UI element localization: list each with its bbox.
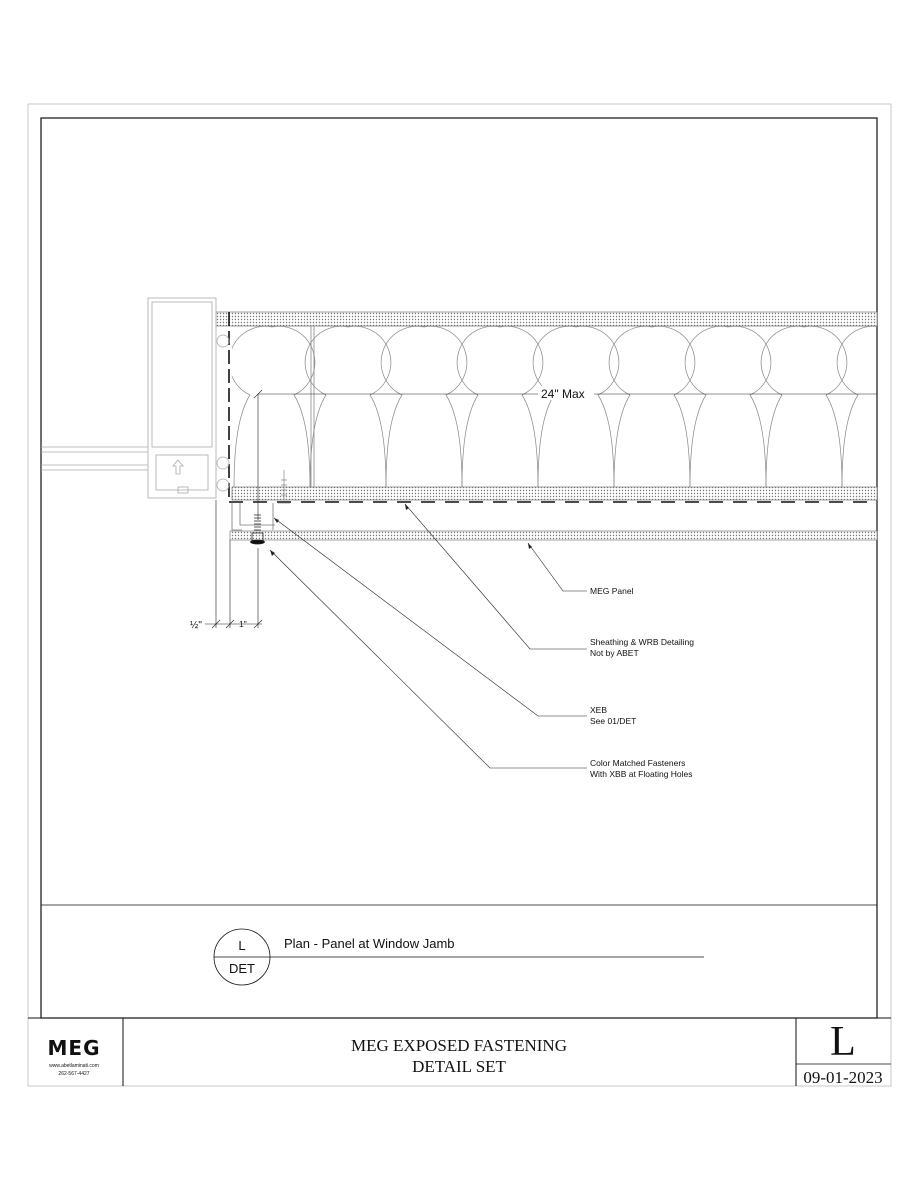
callout-xeb: XEB [590,705,607,715]
callout-fasteners-note: With XBB at Floating Holes [590,769,693,779]
dimension-half-inch: ½" [190,620,202,631]
callout-sheathing-note: Not by ABET [590,648,639,658]
exterior-sheathing-top [215,311,878,327]
insulation-bulb [232,326,316,487]
sheathing-screw [278,470,290,504]
dimension-label-mask [538,386,594,400]
insulation-bulb [532,326,620,487]
window-frame [41,297,230,499]
detail-title: Plan - Panel at Window Jamb [284,936,455,951]
sheet-title-line1: MEG EXPOSED FASTENING [351,1036,567,1055]
batt-insulation [232,326,877,487]
callout-sheathing: Sheathing & WRB Detailing [590,637,694,647]
meg-panel [229,530,878,541]
logo-website: www.abetlaminati.com [49,1063,99,1069]
callout-fasteners: Color Matched Fasteners [590,758,685,768]
callout-meg-panel: MEG Panel [590,586,634,596]
insulation-bulb [304,326,392,487]
meg-logo: MEG www.abetlaminati.com 262-567-4427 [48,1036,101,1077]
dimension-lines [205,389,877,629]
sheet-title-line2: DETAIL SET [412,1057,506,1076]
insulation-bulb [684,326,772,487]
leader-arrowheads [270,504,532,556]
detail-id: L [238,938,245,953]
dimension-24-max: 24" Max [541,387,585,401]
fastener [250,514,265,545]
insulation-bulb [760,326,848,487]
xeb-channel [231,503,275,531]
sheet-border [27,103,892,1087]
leader-lines [269,503,587,769]
callout-xeb-ref: See 01/DET [590,716,636,726]
sheet-date: 09-01-2023 [803,1068,882,1087]
detail-sheet: DET [229,961,255,976]
insulation-bulb [836,326,877,487]
insulation-bulb [456,326,544,487]
insulation-bulb [380,326,468,487]
drawing-frame [40,117,878,1019]
insulation-bulb [608,326,696,487]
logo-phone: 262-567-4427 [58,1071,89,1077]
logo-wordmark: MEG [48,1036,101,1060]
exterior-sheathing [231,486,878,501]
dimension-one-inch: 1" [239,619,247,629]
sheet-letter: L [830,1019,856,1065]
